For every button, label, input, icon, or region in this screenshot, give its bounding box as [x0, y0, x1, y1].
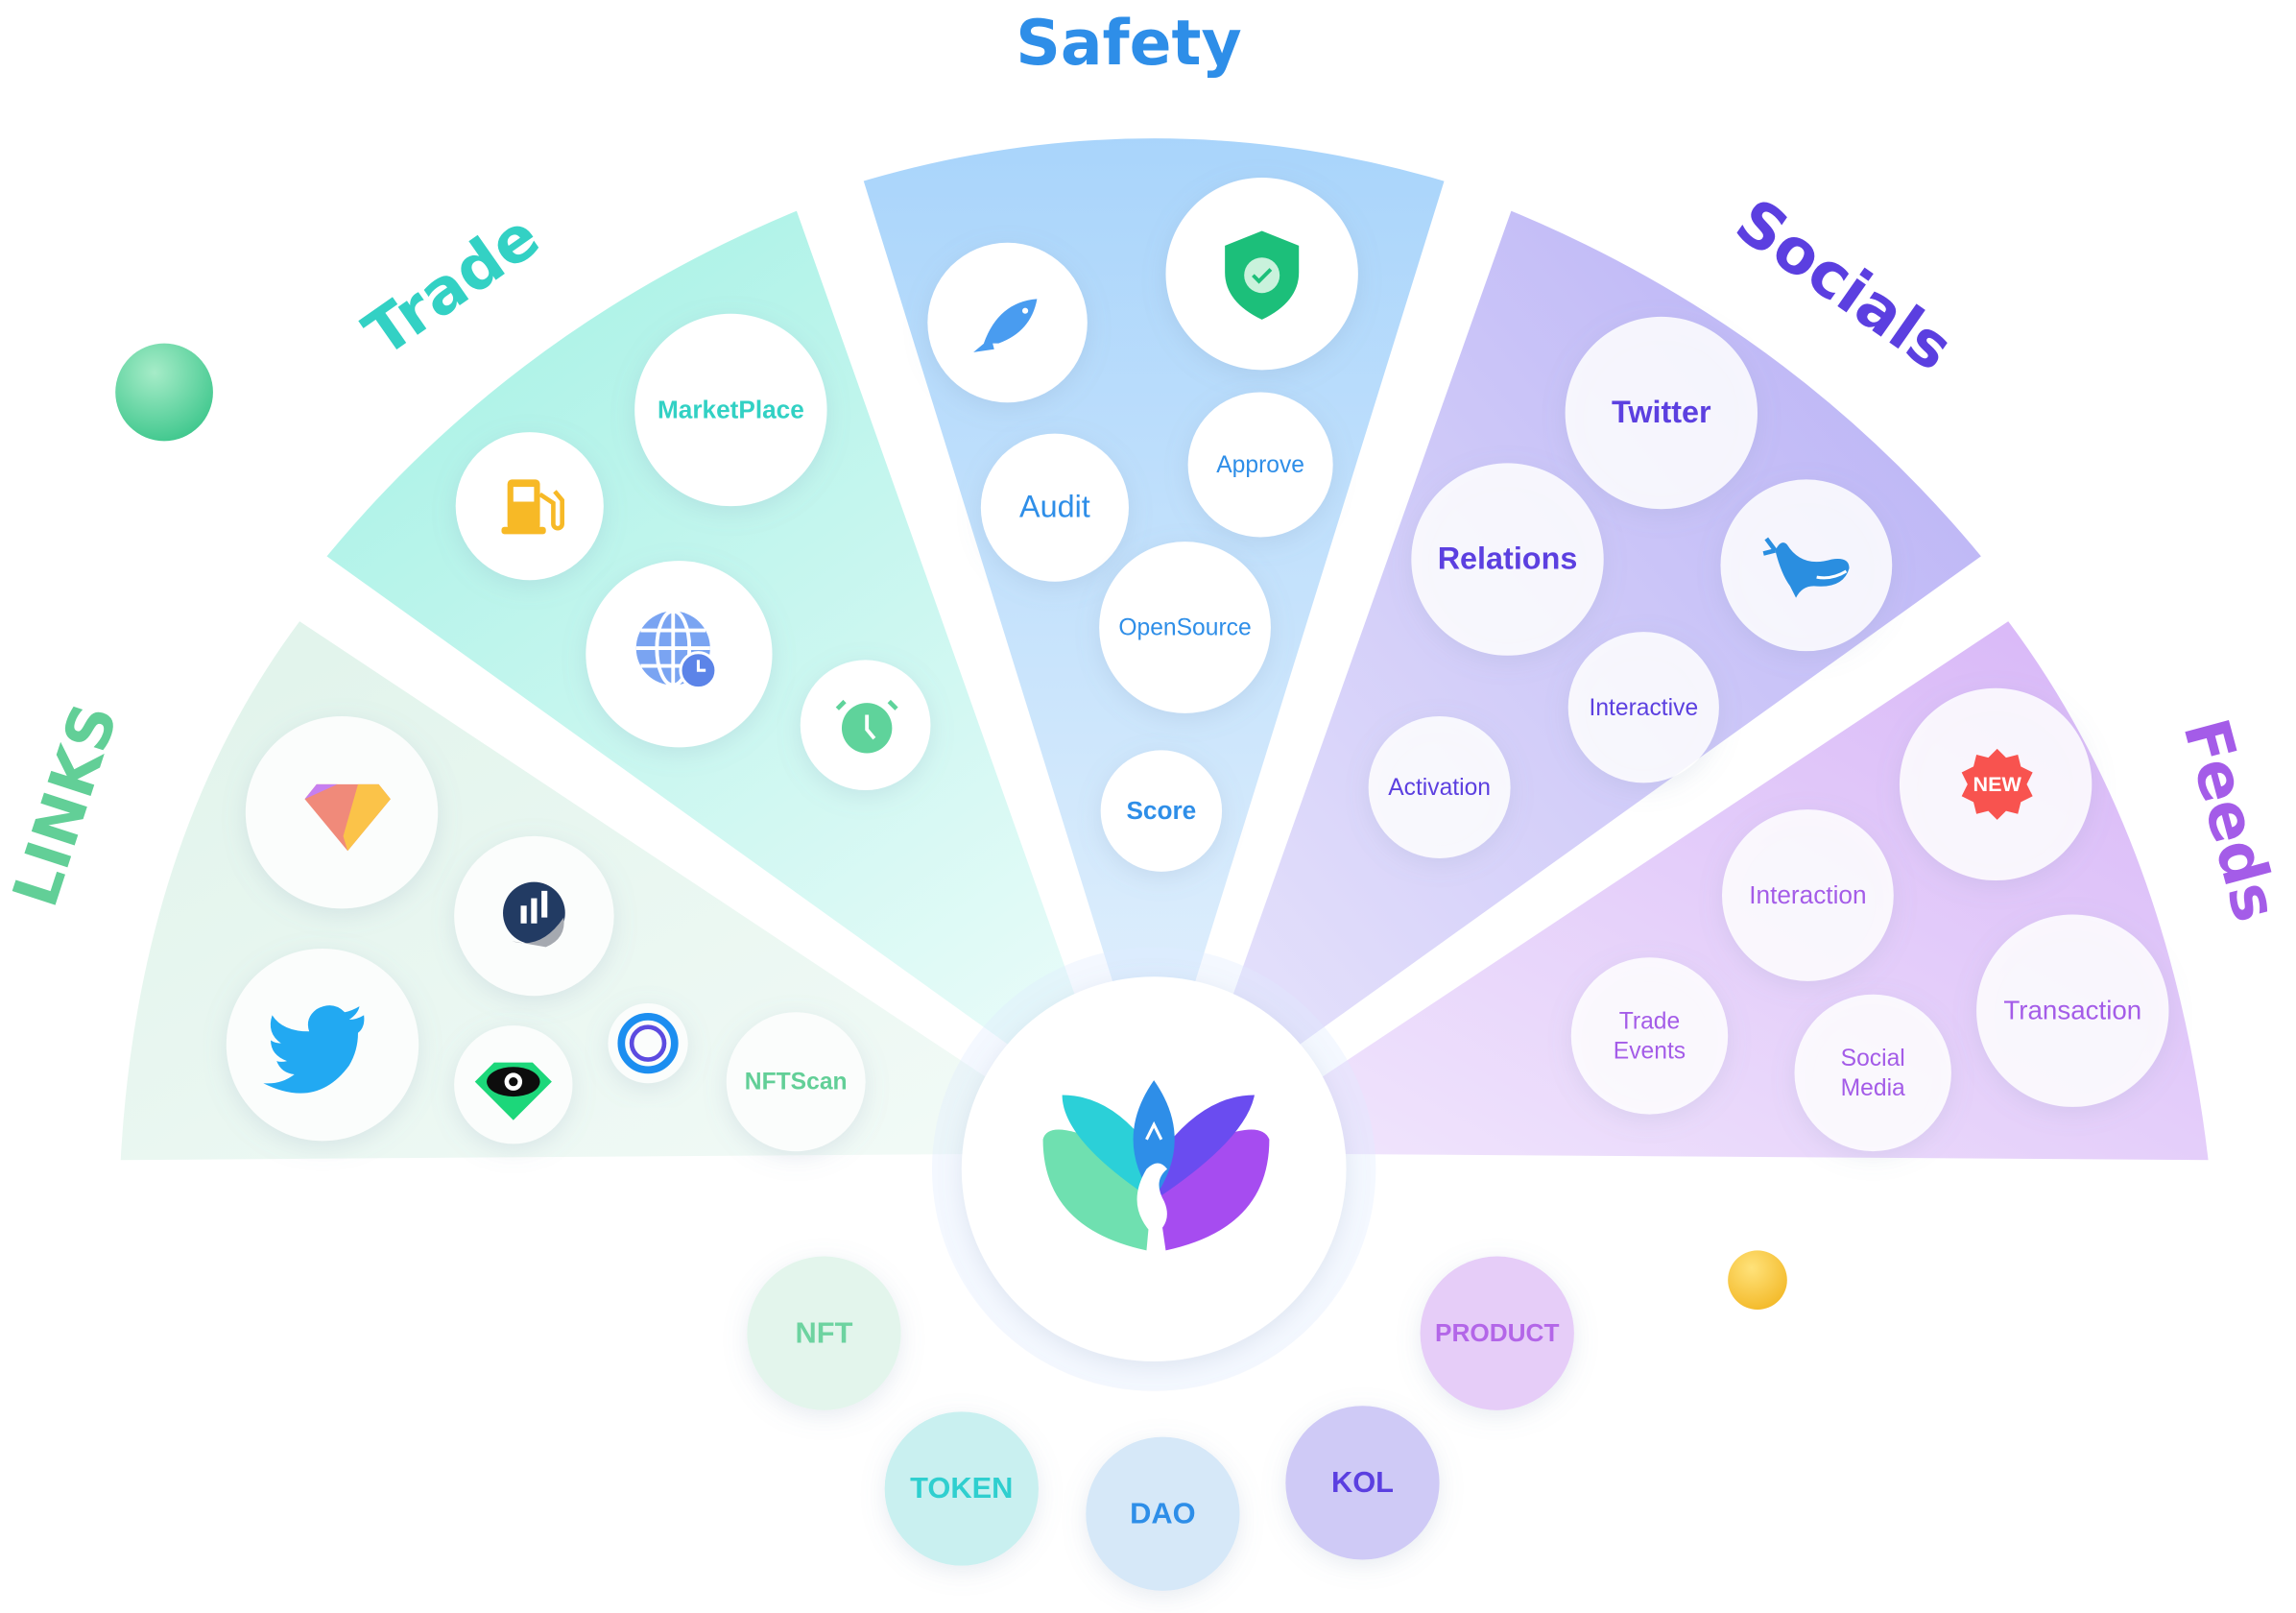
interactive-label: Interactive — [1589, 695, 1698, 721]
bubble-chart-logo[interactable] — [454, 835, 614, 997]
bubble-relations[interactable]: Relations — [1411, 463, 1604, 656]
trade-events-label-line2: Events — [1614, 1038, 1686, 1064]
eye-logo — [474, 1062, 552, 1120]
category-nft-label: NFT — [796, 1315, 853, 1349]
marketplace-label: MarketPlace — [658, 395, 804, 423]
score-label: Score — [1126, 796, 1196, 825]
fish-icon — [973, 299, 1038, 352]
trade-events-label-line1: Trade — [1619, 1009, 1680, 1035]
opensource-label: OpenSource — [1118, 615, 1251, 641]
relations-label: Relations — [1438, 542, 1578, 576]
social-media-label-line1: Social — [1841, 1046, 1905, 1071]
audit-label: Audit — [1019, 490, 1090, 524]
section-title-links: LINKS — [0, 695, 132, 915]
nftscan-label: NFTScan — [745, 1070, 848, 1095]
bubble-whale[interactable] — [1720, 479, 1893, 652]
peacock-logo — [1042, 1080, 1270, 1251]
bubble-interactive[interactable]: Interactive — [1567, 632, 1719, 783]
chart-logo — [503, 881, 565, 948]
bubble-interaction[interactable]: Interaction — [1722, 809, 1894, 981]
new-badge-icon: NEW — [1961, 748, 2033, 820]
activation-label: Activation — [1388, 775, 1491, 801]
category-token-label: TOKEN — [910, 1471, 1013, 1505]
bubble-alarm[interactable] — [800, 660, 931, 791]
transaction-label: Transaction — [2003, 996, 2141, 1025]
bubble-twitter[interactable]: Twitter — [1565, 316, 1758, 510]
bubble-trade-events[interactable]: Trade Events — [1570, 957, 1729, 1115]
bubble-fish[interactable] — [927, 242, 1088, 403]
bubble-audit[interactable]: Audit — [980, 433, 1129, 582]
category-dao-label: DAO — [1130, 1496, 1195, 1529]
bubble-opensource[interactable]: OpenSource — [1099, 542, 1271, 713]
decorative-yellow-ball — [1728, 1250, 1787, 1311]
alarm-clock-icon — [835, 699, 898, 754]
bubble-globe[interactable] — [586, 561, 773, 748]
approve-label: Approve — [1216, 452, 1304, 478]
bubble-score[interactable]: Score — [1100, 750, 1223, 872]
globe-clock-icon — [635, 609, 718, 690]
category-token[interactable]: TOKEN — [884, 1411, 1039, 1566]
bubble-eye[interactable] — [454, 1025, 573, 1144]
category-kol[interactable]: KOL — [1285, 1406, 1440, 1560]
category-nft[interactable]: NFT — [747, 1256, 901, 1410]
bubble-activation[interactable]: Activation — [1368, 715, 1511, 858]
category-kol-label: KOL — [1331, 1465, 1394, 1499]
social-media-label-line2: Media — [1841, 1075, 1905, 1101]
bubble-diamond[interactable] — [245, 715, 439, 909]
gas-pump-icon — [501, 479, 564, 535]
category-dao[interactable]: DAO — [1086, 1436, 1240, 1591]
interaction-label: Interaction — [1749, 880, 1866, 909]
bubble-new[interactable]: NEW — [1899, 687, 2093, 881]
decorative-green-ball — [115, 343, 213, 442]
diamond-logo — [304, 783, 391, 852]
bubble-marketplace[interactable]: MarketPlace — [634, 313, 827, 507]
section-title-feeds: Feeds — [2168, 711, 2291, 928]
whale-icon — [1762, 537, 1850, 598]
bubble-gas[interactable] — [455, 432, 604, 581]
center-logo-bubble[interactable] — [931, 947, 1376, 1391]
bubble-twitter-link[interactable] — [226, 948, 419, 1142]
bubble-transaction[interactable]: Transaction — [1976, 914, 2169, 1107]
bubble-social-media[interactable]: Social Media — [1794, 994, 1951, 1152]
bubble-nftscan[interactable]: NFTScan — [726, 1012, 866, 1152]
twitter-bird-icon — [263, 1005, 365, 1094]
category-product-label: PRODUCT — [1435, 1318, 1559, 1347]
ring-logo — [617, 1013, 679, 1074]
twitter-label: Twitter — [1612, 395, 1711, 429]
bubble-shield[interactable] — [1165, 177, 1358, 371]
category-product[interactable]: PRODUCT — [1420, 1256, 1574, 1410]
shield-check-icon — [1225, 230, 1300, 320]
section-title-safety: Safety — [1016, 8, 1241, 80]
new-badge-label: NEW — [1973, 772, 2022, 796]
bubble-approve[interactable]: Approve — [1187, 392, 1333, 538]
bubble-ring[interactable] — [608, 1002, 688, 1084]
